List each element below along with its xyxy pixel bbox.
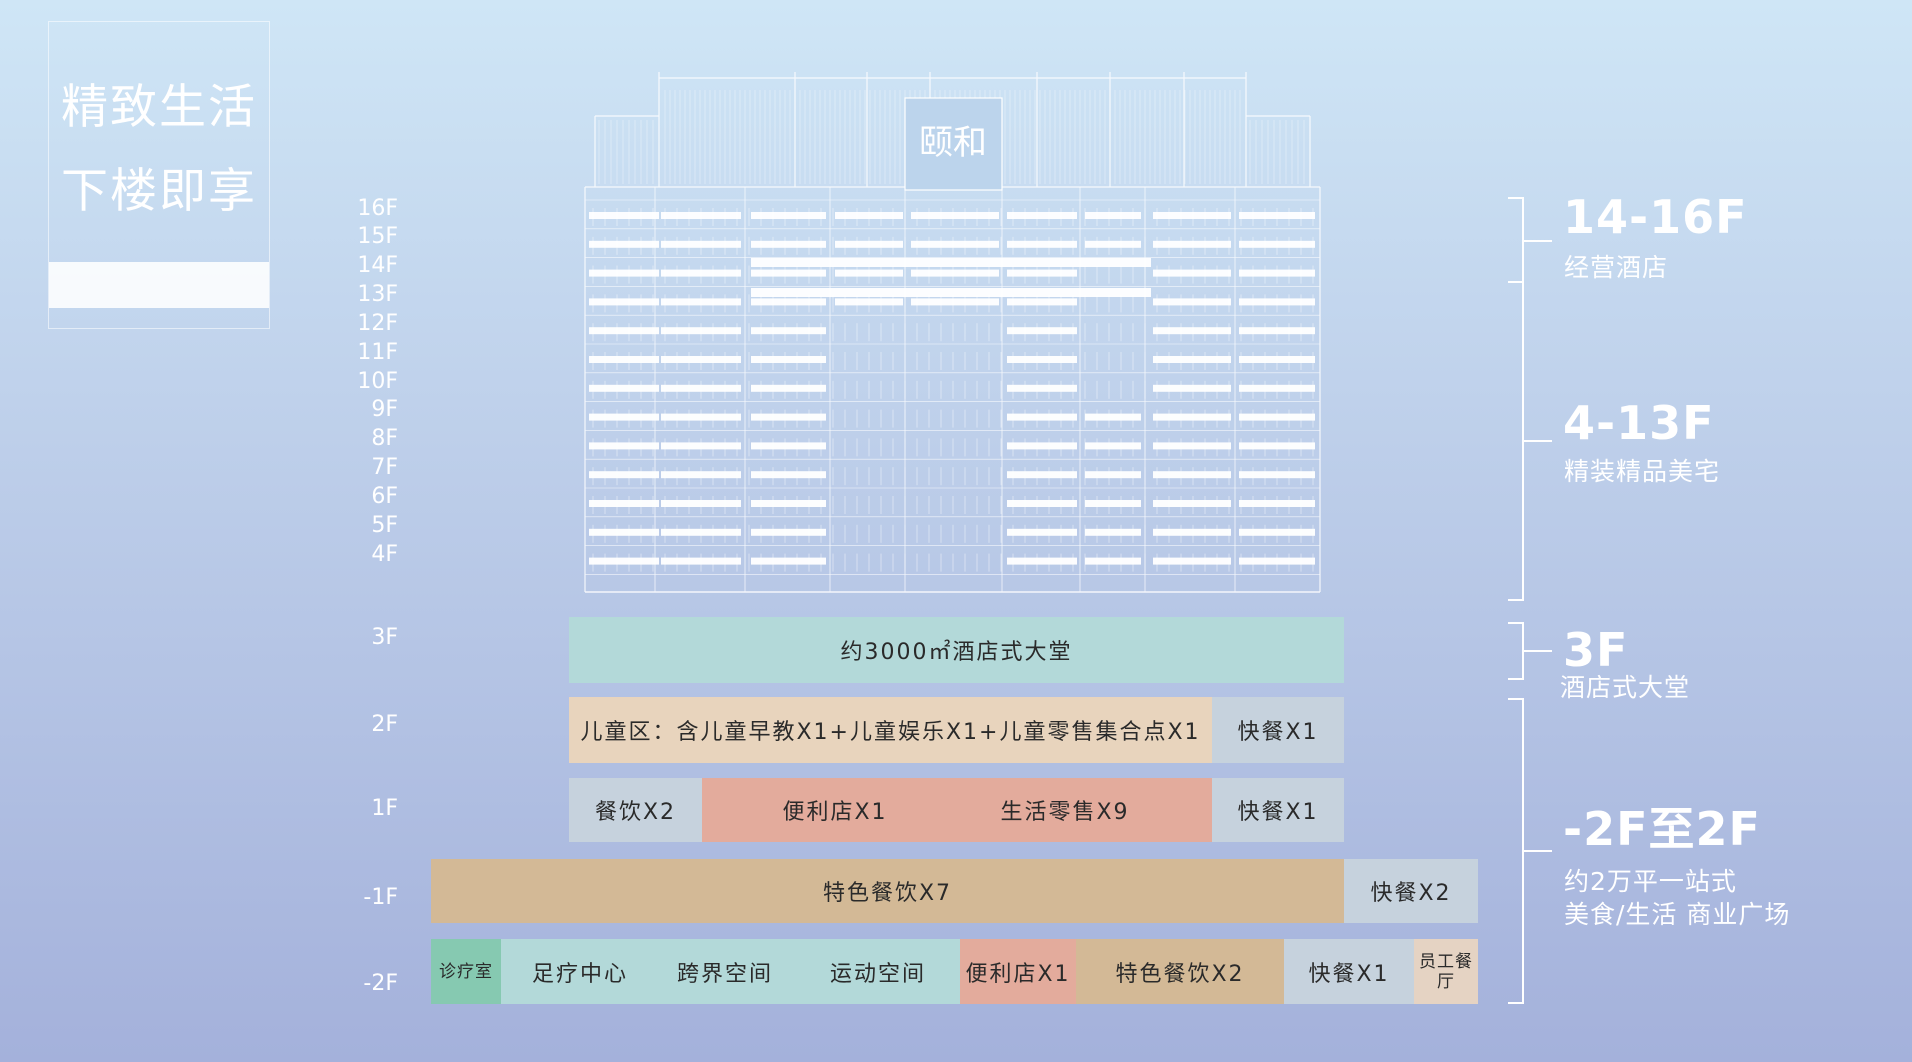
zone-sub-b2-2f-2: 美食/生活 商业广场 [1564,900,1791,929]
floor-label: 5F [371,513,398,538]
block-b2-foot: 足疗中心 [531,961,628,987]
building-elevation: 颐和 [575,72,1330,604]
floor-label: 12F [357,311,398,336]
floor-label: 13F [357,282,398,307]
zone-head-b2-2f: -2F至2F [1563,802,1761,856]
block-b2-sports: 运动空间 [829,961,926,987]
zone-sub-b2-2f-1: 约2万平一站式 [1564,867,1737,896]
block-b2-staff: 员工餐厅 [1414,939,1478,1004]
title-card: 精致生活 下楼即享 [48,21,270,329]
floor-label: 15F [357,224,398,249]
floor-label: 14F [357,253,398,278]
block-1f-retail: 生活零售X9 [1000,800,1130,825]
block-1f-salmon [702,778,1212,842]
floor-label: 7F [371,455,398,480]
block-1f-fastfood: 快餐X1 [1212,778,1344,842]
zone-head-4-13f: 4-13F [1563,396,1715,450]
floor-label: -1F [363,885,398,910]
title-line-2: 下楼即享 [61,164,257,219]
block-1f-dining: 餐饮X2 [569,778,702,842]
floor-label: 8F [371,426,398,451]
title-bar [49,262,269,308]
block-b2-dining: 特色餐饮X2 [1076,939,1284,1004]
floor-label: -2F [363,971,398,996]
floor-label: 2F [371,712,398,737]
building-drawing: 颐和 [584,72,1321,593]
floor-label: 6F [371,484,398,509]
block-1f-convenience: 便利店X1 [782,800,888,825]
block-3f-lobby: 约3000㎡酒店式大堂 [569,617,1344,683]
zone-head-14-16f: 14-16F [1563,190,1748,244]
floor-label: 10F [357,369,398,394]
block-b2-convenience: 便利店X1 [960,939,1076,1004]
block-b2-teal [501,939,960,1004]
floor-label: 3F [371,625,398,650]
title-line-1: 精致生活 [61,80,257,135]
floor-label: 11F [357,340,398,365]
block-b2-crossover: 跨界空间 [676,961,773,987]
block-b2-fastfood: 快餐X1 [1284,939,1414,1004]
zone-sub-3f: 酒店式大堂 [1560,673,1691,702]
zone-head-3f: 3F [1563,623,1629,677]
floor-label: 4F [371,542,398,567]
block-b2-clinic: 诊疗室 [431,939,501,1004]
floor-label: 1F [371,796,398,821]
floor-label: 9F [371,397,398,422]
building-sign: 颐和 [919,123,987,163]
block-2f-fastfood: 快餐X1 [1212,697,1344,763]
zone-sub-14-16f: 经营酒店 [1564,253,1669,282]
floor-label: 16F [357,196,398,221]
block-b1-fastfood: 快餐X2 [1344,859,1478,923]
block-2f-kids: 儿童区：含儿童早教X1+儿童娱乐X1+儿童零售集合点X1 [569,697,1212,763]
zone-sub-4-13f: 精装精品美宅 [1564,457,1721,486]
block-b1-dining: 特色餐饮X7 [431,859,1344,923]
